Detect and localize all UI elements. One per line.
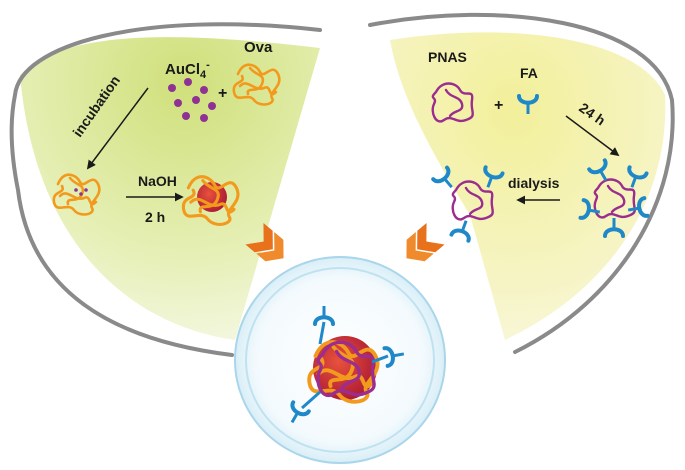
left-plus-sign: + bbox=[218, 85, 227, 102]
final-nanoparticle-icon bbox=[282, 304, 408, 429]
incubation-arrow bbox=[86, 87, 149, 170]
left-panel-background bbox=[20, 37, 320, 340]
reaction-time-label: 2 h bbox=[145, 209, 165, 225]
bound-gold-dots-icon bbox=[74, 188, 88, 196]
right-chevron-arrow-icon bbox=[397, 223, 445, 269]
precursor-label: AuCl4- bbox=[165, 59, 210, 81]
right-plus-sign: + bbox=[494, 97, 503, 114]
left-panel bbox=[9, 22, 322, 357]
gold-cluster-icon bbox=[181, 175, 240, 226]
polymer-label: PNAS bbox=[428, 49, 467, 65]
protein-label: Ova bbox=[244, 39, 273, 56]
right-outline-arc bbox=[368, 12, 675, 354]
coupling-arrow bbox=[565, 115, 620, 157]
left-outline-arc bbox=[9, 22, 322, 357]
naoh-label: NaOH bbox=[138, 173, 177, 189]
gold-ion-dots-icon bbox=[168, 78, 216, 122]
dialysis-label: dialysis bbox=[508, 175, 560, 191]
ligand-label: FA bbox=[520, 65, 538, 81]
